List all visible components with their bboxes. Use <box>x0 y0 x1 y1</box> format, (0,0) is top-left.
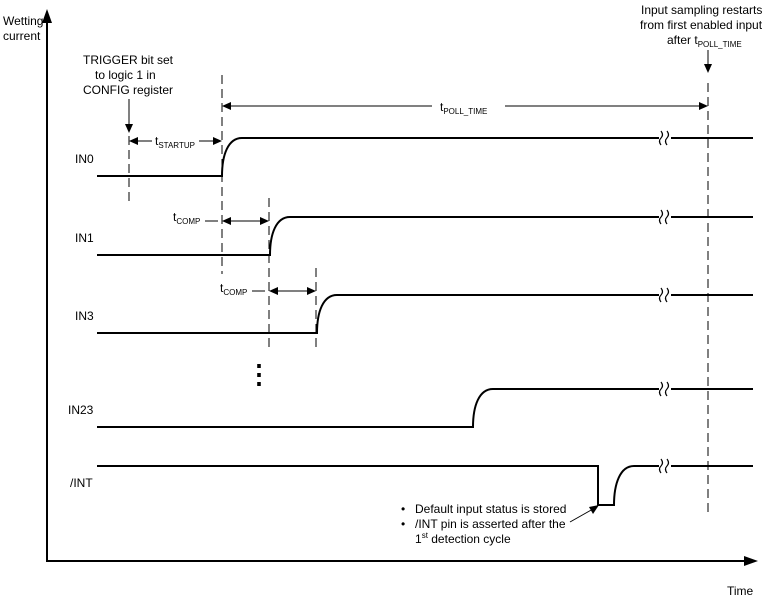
poll-time-label: tPOLL_TIME <box>440 100 487 116</box>
restart-text-subscript: POLL_TIME <box>698 40 742 49</box>
startup-dimension: tSTARTUP <box>129 134 222 150</box>
comp2-subscript: COMP <box>223 288 247 297</box>
comp2-arrow-left <box>269 287 278 295</box>
note-bullet-2: • <box>401 517 405 531</box>
restart-annotation: Input sampling restarts from first enabl… <box>640 3 763 73</box>
comp2-label: tCOMP <box>220 281 247 297</box>
ellipsis-vertical: ⋮ <box>246 359 272 389</box>
signal-waveforms <box>97 137 753 506</box>
trigger-pointer-arrowhead <box>125 124 133 133</box>
startup-t: t <box>155 134 159 148</box>
trigger-text-line1: TRIGGER bit set <box>83 53 174 67</box>
interrupt-notes: • Default input status is stored • /INT … <box>401 502 599 546</box>
in3-label: IN3 <box>75 309 94 323</box>
in3-break-symbol <box>658 287 671 303</box>
note-item-2-line1: /INT pin is asserted after the <box>415 517 566 531</box>
note-ordinal: 1 <box>415 532 422 546</box>
note-bullet-1: • <box>401 502 405 516</box>
in1-label: IN1 <box>75 231 94 245</box>
in23-break-symbol <box>658 381 671 397</box>
note-item-1: Default input status is stored <box>415 502 566 516</box>
startup-arrow-left <box>129 137 138 145</box>
trigger-annotation: TRIGGER bit set to logic 1 in CONFIG reg… <box>83 53 174 133</box>
y-axis-label-line2: current <box>3 29 41 43</box>
note-pointer-line <box>569 508 594 523</box>
poll-time-subscript: POLL_TIME <box>443 107 487 116</box>
startup-label: tSTARTUP <box>155 134 195 150</box>
restart-pointer-arrowhead <box>704 64 712 73</box>
startup-subscript: STARTUP <box>158 141 195 150</box>
int-label: /INT <box>70 476 93 490</box>
in0-break-symbol <box>658 130 671 146</box>
trigger-text-line3: CONFIG register <box>83 83 173 97</box>
startup-arrow-right <box>213 137 222 145</box>
comp2-arrow-right <box>307 287 316 295</box>
y-axis-arrowhead <box>42 9 52 23</box>
poll-time-arrow-left <box>222 102 231 110</box>
restart-text-line2: from first enabled input <box>640 18 763 32</box>
axes: Wetting current Time <box>3 9 758 598</box>
restart-text-prefix: after t <box>667 33 698 47</box>
in1-waveform <box>97 216 753 256</box>
note-item-2-suffix: detection cycle <box>428 532 511 546</box>
trigger-text-line2: to logic 1 in <box>95 68 156 82</box>
poll-time-arrow-right <box>699 102 708 110</box>
comp1-t: t <box>173 210 177 224</box>
in23-waveform <box>97 388 753 428</box>
comp1-subscript: COMP <box>176 217 200 226</box>
note-ordinal-superscript: st <box>422 531 429 540</box>
note-pointer-arrowhead <box>589 505 599 514</box>
x-axis-label: Time <box>727 584 754 598</box>
in0-waveform <box>97 137 753 177</box>
in23-label: IN23 <box>68 403 94 417</box>
y-axis-label-line1: Wetting <box>3 14 43 28</box>
comp1-label: tCOMP <box>173 210 200 226</box>
restart-text-line1: Input sampling restarts <box>641 3 762 17</box>
restart-text-line3: after tPOLL_TIME <box>667 33 742 49</box>
comp1-arrow-right <box>260 217 269 225</box>
waveform-breaks <box>658 130 671 474</box>
in3-waveform <box>97 294 753 334</box>
comp2-t: t <box>220 281 224 295</box>
in1-break-symbol <box>658 209 671 225</box>
comp-dimension-2: tCOMP <box>220 281 316 297</box>
comp1-arrow-left <box>222 217 231 225</box>
in0-label: IN0 <box>75 152 94 166</box>
poll-time-t: t <box>440 100 444 114</box>
int-break-symbol <box>658 458 671 474</box>
comp-dimension-1: tCOMP <box>173 210 269 226</box>
int-waveform <box>97 465 753 506</box>
x-axis-arrowhead <box>744 556 758 566</box>
signal-labels: IN0 IN1 IN3 IN23 /INT <box>68 152 94 490</box>
poll-time-dimension: tPOLL_TIME <box>222 100 708 116</box>
note-item-2-line2: 1st detection cycle <box>415 531 511 546</box>
